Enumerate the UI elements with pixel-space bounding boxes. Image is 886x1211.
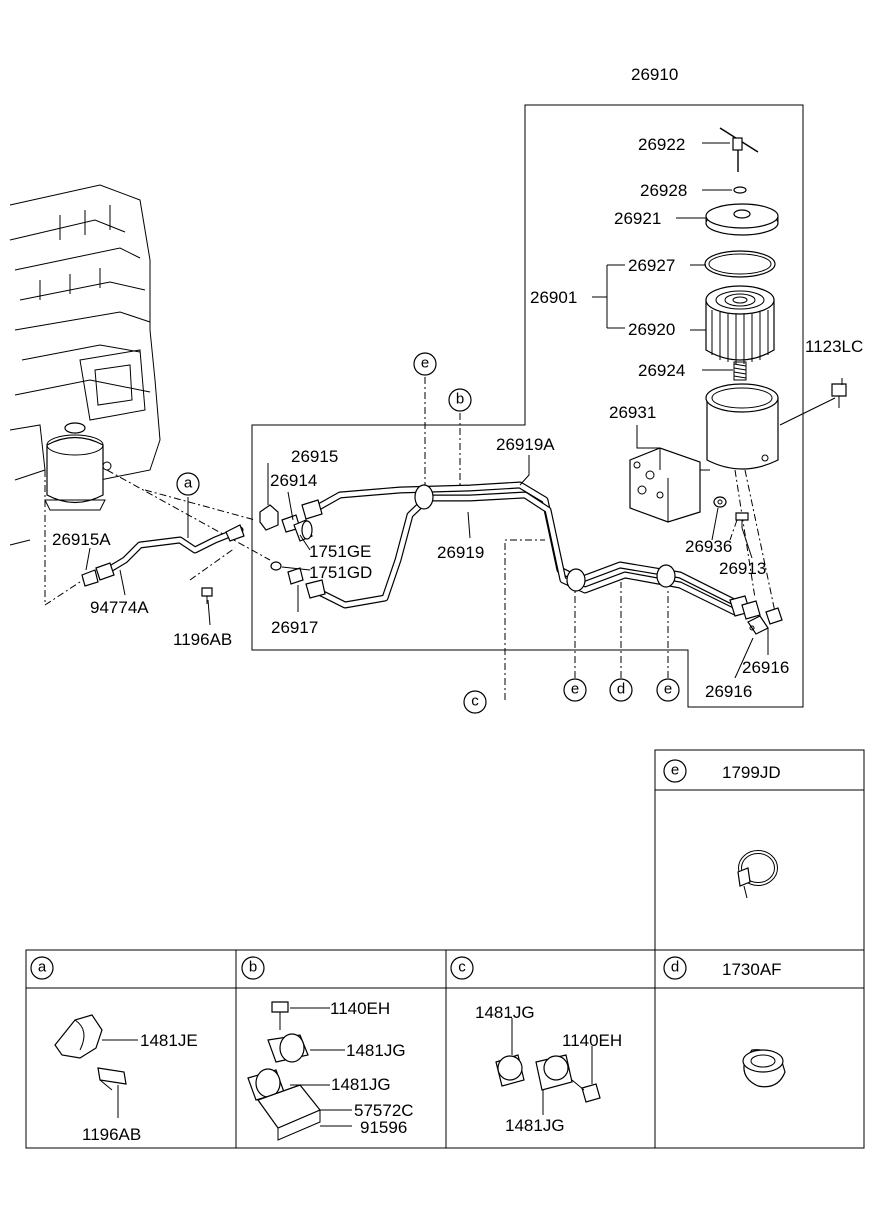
panel-e-title: 1799JD <box>722 763 781 782</box>
panel-b-part-91596: 91596 <box>360 1118 407 1137</box>
panel-c-part-1481JG-upper: 1481JG <box>475 1003 535 1022</box>
label-26901: 26901 <box>530 288 577 307</box>
label-26931: 26931 <box>609 403 656 422</box>
panel-d-title: 1730AF <box>722 960 782 979</box>
label-1123LC: 1123LC <box>805 337 863 356</box>
panel-c-part-1481JG-lower: 1481JG <box>505 1116 565 1135</box>
panel-a-part-1481JE: 1481JE <box>140 1031 198 1050</box>
label-26916-lower: 26916 <box>705 682 752 701</box>
engine-block-illustration <box>9 184 161 546</box>
label-26917: 26917 <box>271 618 318 637</box>
label-26924: 26924 <box>638 361 685 380</box>
callout-e-top: e <box>413 352 437 376</box>
label-1751GD: 1751GD <box>309 563 372 582</box>
label-26914: 26914 <box>270 471 317 490</box>
svg-text:e: e <box>571 681 579 698</box>
label-1751GE: 1751GE <box>309 542 371 561</box>
detail-panel-d: d 1730AF <box>663 956 786 1088</box>
grommet-1730AF-illustration <box>742 1049 786 1088</box>
leader-lines <box>85 142 843 679</box>
filter-assembly-illustration <box>629 127 847 635</box>
panel-b-part-1481JG-upper: 1481JG <box>346 1041 406 1060</box>
panel-b-letter: b <box>249 959 257 976</box>
detail-panel-a: a 1481JE 1196AB <box>30 956 198 1144</box>
svg-text:c: c <box>471 693 479 710</box>
label-26936: 26936 <box>685 537 732 556</box>
panel-a-letter: a <box>38 959 47 976</box>
assembly-outline <box>251 104 804 708</box>
panel-b-part-1140EH: 1140EH <box>330 999 390 1018</box>
panel-a-part-1196AB: 1196AB <box>82 1125 141 1144</box>
pipes-illustration <box>81 481 761 620</box>
label-26916-upper: 26916 <box>742 658 789 677</box>
detail-panel-e: e 1799JD <box>654 749 865 951</box>
panel-b-part-1481JG-lower: 1481JG <box>331 1075 391 1094</box>
callout-e-bottom-right: e <box>656 678 680 702</box>
label-94774A: 94774A <box>90 598 149 617</box>
panel-e-letter: e <box>671 762 679 779</box>
bottom-panels-frame <box>25 949 865 1149</box>
label-26927: 26927 <box>628 256 675 275</box>
panel-b-part-57572C: 57572C <box>354 1101 414 1120</box>
label-26919: 26919 <box>437 543 484 562</box>
label-26910: 26910 <box>631 65 678 84</box>
panel-c-letter: c <box>458 959 466 976</box>
clamp-1799JD-illustration <box>737 850 778 899</box>
callout-e-bottom-left: e <box>563 678 587 702</box>
detail-panel-c: c 1481JG 1140EH 1481JG <box>450 956 622 1135</box>
part-labels: 26910 26922 26928 26921 26927 26901 2692… <box>52 65 863 701</box>
callout-c: c <box>463 690 487 714</box>
svg-text:e: e <box>664 681 672 698</box>
label-26913: 26913 <box>719 559 766 578</box>
label-26919A: 26919A <box>496 435 555 454</box>
panel-d-letter: d <box>671 959 679 976</box>
dashed-leaders <box>44 377 776 700</box>
label-26915: 26915 <box>291 447 338 466</box>
label-26915A: 26915A <box>52 530 111 549</box>
detail-panel-b: b 1140EH 1481JG 1481JG 57572C 91596 <box>241 956 414 1141</box>
label-1196AB: 1196AB <box>173 630 232 649</box>
label-26928: 26928 <box>640 181 687 200</box>
svg-text:b: b <box>456 391 464 408</box>
callout-b: b <box>448 388 472 412</box>
callout-a: a <box>176 472 200 496</box>
label-26921: 26921 <box>614 209 661 228</box>
label-26922: 26922 <box>638 135 685 154</box>
svg-text:d: d <box>617 681 625 698</box>
detail-panels: e 1799JD a 1481JE 1196AB <box>25 749 865 1149</box>
svg-text:a: a <box>184 475 193 492</box>
label-26920: 26920 <box>628 320 675 339</box>
svg-text:e: e <box>421 355 429 372</box>
callout-d: d <box>609 678 633 702</box>
panel-c-part-1140EH: 1140EH <box>562 1031 622 1050</box>
callout-circles: a e b c e d e <box>176 352 680 714</box>
